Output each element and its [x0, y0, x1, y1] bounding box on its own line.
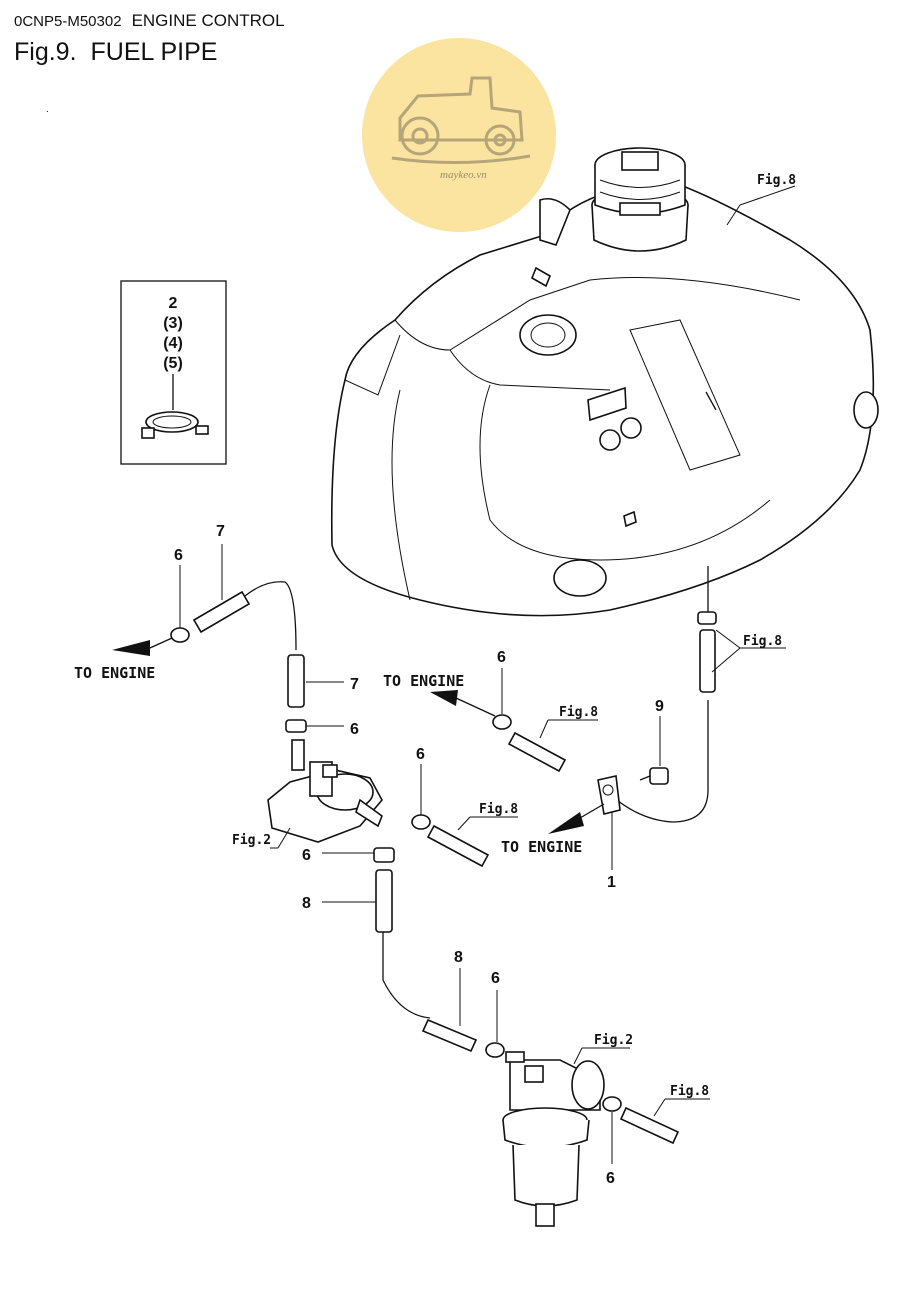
- section-title: ENGINE CONTROL: [131, 11, 285, 30]
- callout-fig2-pump: Fig.2: [232, 833, 271, 848]
- callout-fig8-tank: Fig.8: [757, 173, 796, 188]
- leader-lines: [179, 185, 796, 1164]
- doc-code: 0CNP5-M50302 ENGINE CONTROL: [14, 11, 285, 31]
- hose-8-lower: [421, 1018, 478, 1053]
- hose-clamps: [170, 611, 717, 1112]
- inset-label-2: 2: [169, 295, 178, 312]
- watermark-logo: maykeo.vn: [362, 38, 556, 232]
- figure-number: Fig.9.: [14, 38, 77, 66]
- callout-6-top: 6: [174, 547, 183, 564]
- callout-6-pump-low: 6: [302, 847, 311, 864]
- fuel-tank: [330, 147, 879, 617]
- callout-6-pump-right: 6: [416, 746, 425, 763]
- callout-8-upper: 8: [302, 895, 311, 912]
- hose-8-upper: [375, 869, 393, 933]
- pipe-clamp-icon: [141, 411, 209, 439]
- inset-label-3: (3): [163, 315, 183, 332]
- callout-6-pipe: 6: [497, 649, 506, 666]
- callout-fig8-right-pipe: Fig.8: [743, 634, 782, 649]
- hose-7-top: [192, 590, 251, 634]
- callout-6-filter-top: 6: [491, 970, 500, 987]
- hose-filter-right: [619, 1106, 680, 1145]
- fittings: [597, 767, 669, 815]
- inset-box: 2 (3) (4) (5): [120, 280, 227, 465]
- figure-title: Fig.9. FUEL PIPE: [14, 38, 217, 67]
- engine-arrows: [112, 637, 605, 834]
- to-engine-mid: TO ENGINE: [383, 672, 464, 690]
- hose-7-mid: [287, 654, 305, 708]
- hoses: [192, 590, 716, 1145]
- callout-8-lower: 8: [454, 949, 463, 966]
- to-engine-lower: TO ENGINE: [501, 838, 582, 856]
- callout-6-filter-right: 6: [606, 1170, 615, 1187]
- watermark-circle: [362, 38, 556, 232]
- tractor-icon: [391, 76, 531, 165]
- hose-right: [699, 629, 716, 693]
- callout-9: 9: [655, 698, 664, 715]
- hose-mid: [507, 731, 567, 773]
- callout-6-mid: 6: [350, 721, 359, 738]
- callout-fig8-mid-pipe: Fig.8: [559, 705, 598, 720]
- fuel-pump: [267, 739, 383, 843]
- to-engine-left: TO ENGINE: [74, 664, 155, 682]
- hose-pump-right: [426, 824, 490, 868]
- callout-7-top: 7: [216, 523, 225, 540]
- callout-7-mid: 7: [350, 676, 359, 693]
- inset-label-5: (5): [163, 355, 183, 372]
- stray-dot: .: [46, 104, 49, 115]
- figure-name: FUEL PIPE: [90, 38, 218, 66]
- inset-label-4: (4): [163, 335, 183, 352]
- fuel-filter: [502, 1051, 605, 1227]
- hose-lines: [244, 566, 709, 1019]
- watermark-text: maykeo.vn: [440, 169, 487, 181]
- doc-code-text: 0CNP5-M50302: [14, 13, 122, 30]
- callout-fig2-filter: Fig.2: [594, 1033, 633, 1048]
- callout-fig8-pump-pipe: Fig.8: [479, 802, 518, 817]
- callout-fig8-filter-pipe: Fig.8: [670, 1084, 709, 1099]
- callout-labels: Fig.8 Fig.8 Fig.8 Fig.8 Fig.8 Fig.2 Fig.…: [74, 173, 796, 1187]
- callout-1: 1: [607, 874, 616, 891]
